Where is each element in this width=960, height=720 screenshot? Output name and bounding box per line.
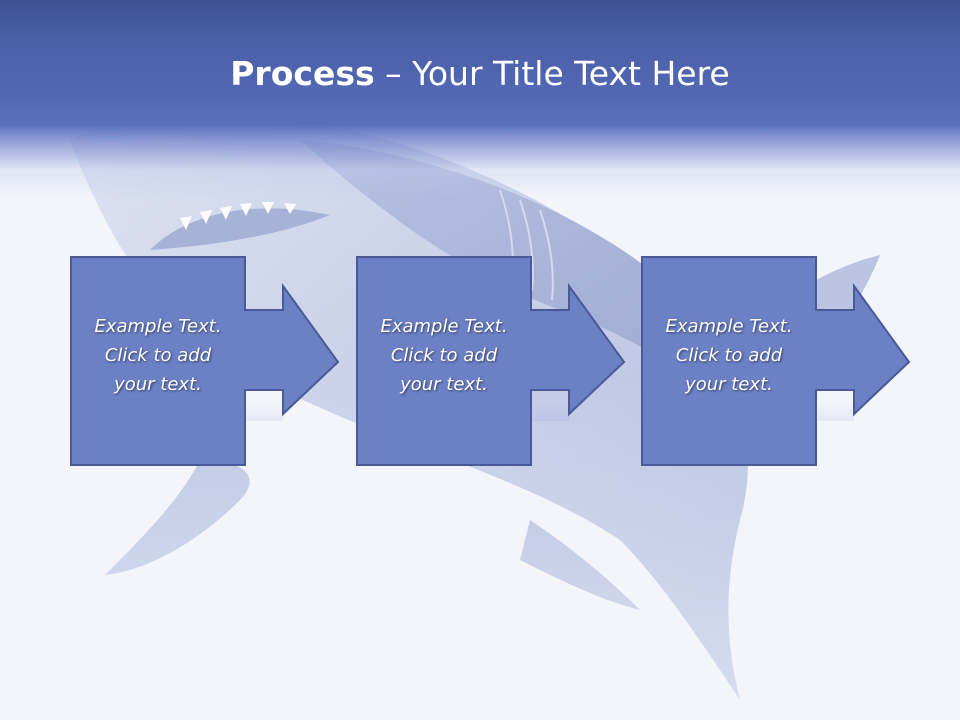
step-line: Click to add — [390, 345, 498, 366]
step-line: your text. — [114, 374, 202, 395]
slide-title[interactable]: Process – Your Title Text Here — [0, 52, 960, 96]
step-line: Click to add — [104, 345, 212, 366]
process-step-3[interactable]: Example Text. Click to add your text. — [641, 256, 911, 556]
step-line: Example Text. — [380, 316, 508, 337]
step-text[interactable]: Example Text. Click to add your text. — [358, 312, 530, 399]
step-line: your text. — [685, 374, 773, 395]
step-line: Click to add — [675, 345, 783, 366]
process-step-1[interactable]: Example Text. Click to add your text. — [70, 256, 340, 556]
title-rest: – Your Title Text Here — [374, 54, 730, 93]
arrow-box-shape — [70, 256, 340, 466]
step-line: Example Text. — [94, 316, 222, 337]
step-text[interactable]: Example Text. Click to add your text. — [643, 312, 815, 399]
title-bold: Process — [230, 54, 375, 93]
step-text[interactable]: Example Text. Click to add your text. — [72, 312, 244, 399]
arrow-box-shape — [641, 256, 911, 466]
header-band — [0, 0, 960, 200]
arrow-box-shape — [356, 256, 626, 466]
step-line: your text. — [400, 374, 488, 395]
process-step-2[interactable]: Example Text. Click to add your text. — [356, 256, 626, 556]
step-line: Example Text. — [665, 316, 793, 337]
